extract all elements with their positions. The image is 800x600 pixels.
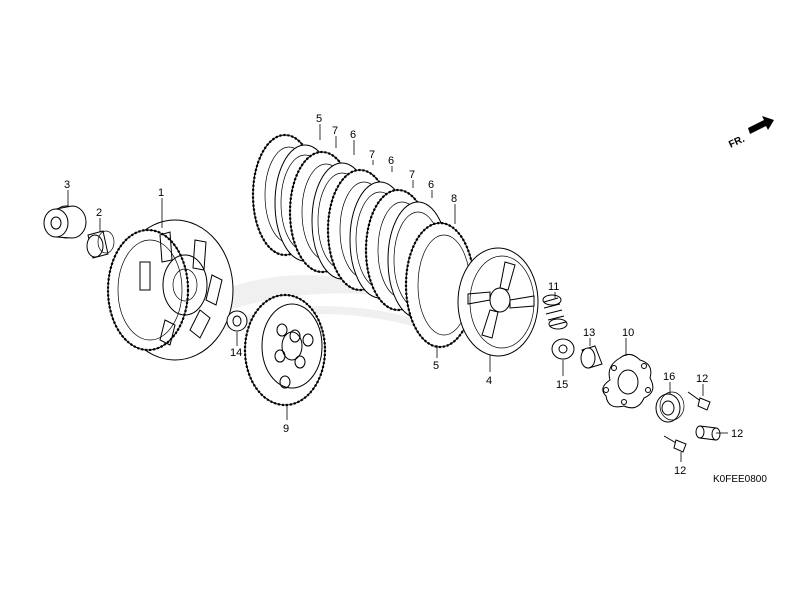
- part-12-bolt-lower[interactable]: [663, 435, 687, 453]
- callout-11: 12: [731, 428, 743, 440]
- part-13-collar[interactable]: [580, 345, 603, 369]
- callout-12-lower: 12: [674, 465, 686, 477]
- callout-6-c: 6: [428, 179, 434, 191]
- front-direction-label: FR.: [727, 134, 746, 151]
- part-1-clutch-outer[interactable]: [106, 219, 234, 361]
- callout-8: 9: [283, 423, 289, 435]
- diagram-code: K0FEE0800: [713, 474, 767, 485]
- part-10-clutch-spring[interactable]: [542, 294, 568, 330]
- callout-15: 15: [556, 379, 568, 391]
- part-15-washer[interactable]: [551, 338, 575, 360]
- part-3-washer[interactable]: [43, 205, 87, 239]
- front-direction-arrow-icon: [748, 116, 774, 134]
- leader-lines: [67, 124, 728, 462]
- callout-3: 3: [64, 179, 70, 191]
- callout-5-bottom: 5: [433, 360, 439, 372]
- callout-6-a: 6: [350, 129, 356, 141]
- callout-labels: 3 2 1 5 7 6 7 6 7 6 8 5 4 9 14 11 15 13 …: [64, 113, 743, 477]
- callout-7-a: 7: [332, 125, 338, 137]
- callout-6-b: 6: [388, 155, 394, 167]
- callout-10: 11: [548, 281, 559, 293]
- callout-7-c: 7: [409, 169, 415, 181]
- part-9-lifter-plate[interactable]: [602, 354, 654, 409]
- plate-stack: [251, 133, 476, 349]
- callout-12-upper: 12: [696, 373, 708, 385]
- callout-13: 13: [583, 327, 595, 339]
- callout-5-top: 5: [316, 113, 322, 125]
- callout-9: 10: [622, 327, 634, 339]
- callout-14: 14: [230, 347, 242, 359]
- callout-7-b: 7: [369, 149, 375, 161]
- callout-2: 2: [96, 207, 102, 219]
- part-16-bearing[interactable]: [655, 391, 685, 423]
- part-14-thrust-washer[interactable]: [226, 310, 248, 332]
- part-12-bolt-upper[interactable]: [687, 391, 711, 411]
- callout-4: 4: [486, 375, 492, 387]
- part-11-lifter-piece[interactable]: [695, 425, 721, 441]
- callout-1: 1: [158, 187, 164, 199]
- part-2-collar[interactable]: [86, 230, 115, 259]
- part-8-clutch-center[interactable]: [243, 293, 327, 407]
- callout-7-d: 8: [451, 193, 457, 205]
- callout-16: 16: [663, 371, 675, 383]
- part-4-pressure-plate[interactable]: [457, 247, 539, 357]
